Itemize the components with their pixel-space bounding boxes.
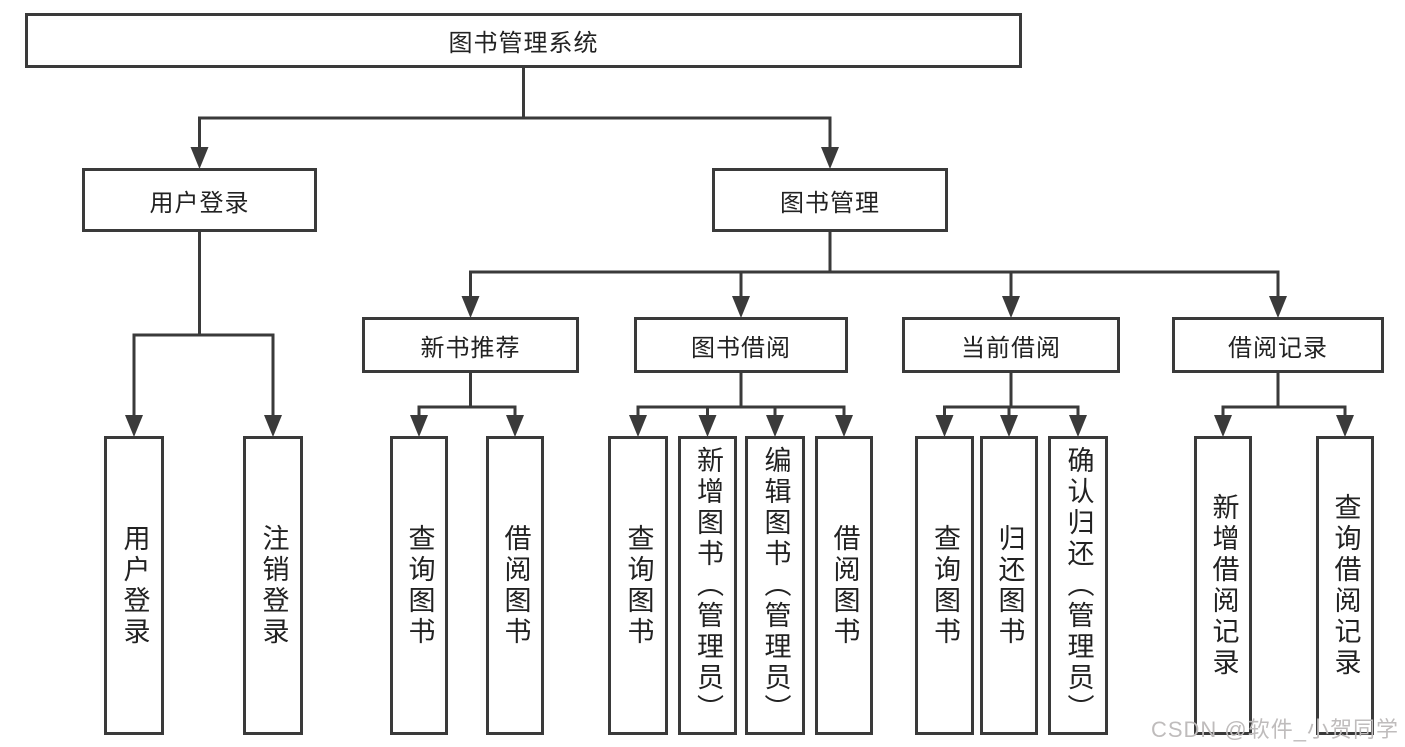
arrowhead-icon	[821, 147, 839, 169]
node-label: 借阅图书	[500, 523, 531, 648]
node-label: 借阅记录	[1228, 334, 1328, 362]
node-label: 新书推荐	[420, 334, 521, 362]
node-label: 图书借阅	[691, 334, 791, 362]
node-label: 图书管理	[780, 189, 880, 217]
node-lv2-book-mgmt: 图书管理	[712, 168, 948, 232]
node-leaf-return-book: 归还图书	[980, 436, 1038, 735]
watermark: CSDN @软件_小贺同学	[1150, 717, 1399, 742]
node-label: 借阅图书	[829, 523, 860, 648]
node-leaf-user-login: 用户登录	[104, 436, 164, 735]
node-root: 图书管理系统	[25, 13, 1022, 68]
arrowhead-icon	[935, 415, 954, 437]
arrowhead-icon	[125, 415, 143, 437]
node-leaf-confirm-return: 确认归还（管理员）	[1048, 436, 1108, 735]
node-label: 注销登录	[258, 523, 289, 648]
node-label: 归还图书	[994, 523, 1025, 648]
node-label: 编辑图书（管理员）	[760, 446, 791, 725]
node-leaf-query-book-3: 查询图书	[915, 436, 974, 735]
node-label: 用户登录	[119, 523, 150, 648]
node-leaf-edit-book: 编辑图书（管理员）	[745, 436, 805, 735]
node-leaf-query-book-1: 查询图书	[390, 436, 448, 735]
node-lv3-book-borrow: 图书借阅	[634, 317, 848, 373]
node-label: 当前借阅	[961, 334, 1061, 362]
node-label: 查询借阅记录	[1330, 492, 1361, 679]
node-label: 用户登录	[149, 189, 250, 217]
node-label: 确认归还（管理员）	[1063, 446, 1094, 725]
arrowhead-icon	[698, 415, 717, 437]
node-lv3-new-book: 新书推荐	[362, 317, 579, 373]
node-leaf-logout: 注销登录	[243, 436, 303, 735]
arrowhead-icon	[264, 415, 282, 437]
arrowhead-icon	[766, 415, 784, 437]
arrowhead-icon	[732, 296, 750, 318]
node-label: 新增图书（管理员）	[693, 446, 723, 725]
node-label: 新增借阅记录	[1208, 492, 1239, 679]
arrowhead-icon	[1002, 296, 1020, 318]
node-leaf-add-book: 新增图书（管理员）	[678, 436, 737, 735]
node-label: 查询图书	[623, 523, 654, 648]
arrowhead-icon	[1269, 296, 1287, 318]
arrowhead-icon	[629, 415, 647, 437]
arrowhead-icon	[506, 415, 524, 437]
arrowhead-icon	[1069, 415, 1087, 437]
node-label: 图书管理系统	[448, 30, 599, 57]
node-lv3-current-borrow: 当前借阅	[902, 317, 1120, 373]
node-lv3-borrow-record: 借阅记录	[1172, 317, 1384, 373]
node-lv2-user-login: 用户登录	[82, 168, 317, 232]
arrowhead-icon	[461, 296, 480, 318]
arrowhead-icon	[1214, 415, 1232, 437]
node-leaf-query-record: 查询借阅记录	[1316, 436, 1374, 735]
arrowhead-icon	[1000, 415, 1018, 437]
arrowhead-icon	[835, 415, 853, 437]
node-leaf-add-record: 新增借阅记录	[1194, 436, 1252, 735]
arrowhead-icon	[190, 147, 209, 169]
node-leaf-borrow-book-1: 借阅图书	[486, 436, 544, 735]
node-leaf-query-book-2: 查询图书	[608, 436, 668, 735]
arrowhead-icon	[1336, 415, 1354, 437]
node-label: 查询图书	[404, 523, 435, 648]
node-label: 查询图书	[930, 523, 960, 648]
arrowhead-icon	[410, 415, 428, 437]
node-leaf-borrow-book-2: 借阅图书	[815, 436, 873, 735]
